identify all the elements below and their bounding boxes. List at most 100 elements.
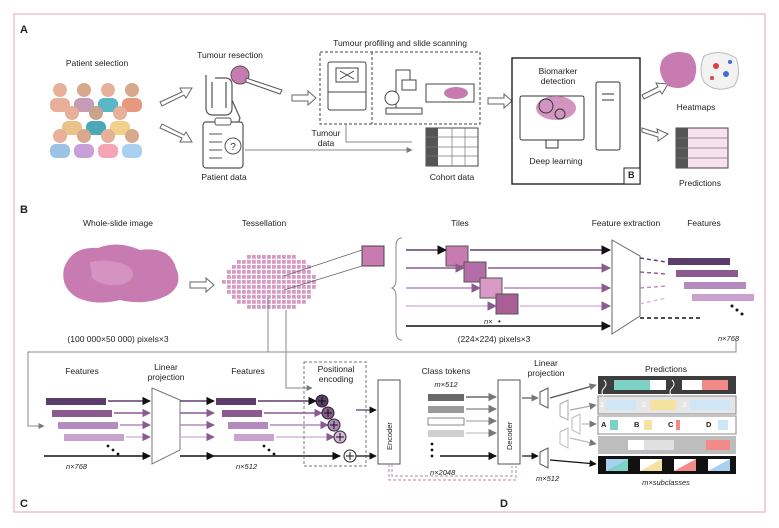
- tess-tile: [267, 270, 271, 274]
- tess-tile: [237, 290, 241, 294]
- feature-vectors-b: [668, 258, 754, 301]
- label-n768-b: n×768: [718, 334, 740, 343]
- patient-crowd-icon: [50, 83, 142, 158]
- tess-tile: [252, 270, 256, 274]
- label-n-tiles: n×: [484, 317, 493, 326]
- label-features-c1: Features: [65, 366, 99, 376]
- tess-tile: [237, 265, 241, 269]
- pred-row3-label-a: A: [601, 420, 607, 429]
- tess-tile: [272, 265, 276, 269]
- tess-tile: [222, 280, 226, 284]
- tess-tile: [262, 300, 266, 304]
- tess-tile: [257, 255, 261, 259]
- tess-tile: [292, 300, 296, 304]
- label-n2048: n×2048: [430, 468, 456, 477]
- tess-tile: [272, 295, 276, 299]
- tess-tile: [257, 295, 261, 299]
- cohort-table-icon: [425, 127, 479, 167]
- tess-tile: [252, 285, 256, 289]
- tess-tile: [282, 285, 286, 289]
- tess-tile: [302, 275, 306, 279]
- label-wsi-size: (100 000×50 000) pixels×3: [67, 334, 169, 344]
- tess-tile: [297, 265, 301, 269]
- feature-vectors-c2: [216, 398, 274, 441]
- tess-tile: [272, 270, 276, 274]
- label-tumour-resection: Tumour resection: [197, 50, 263, 60]
- label-tumour-data: Tumour data: [311, 128, 341, 148]
- tess-tile: [227, 270, 231, 274]
- tess-tile: [262, 265, 266, 269]
- tess-tile: [292, 290, 296, 294]
- label-linear-projection-1: Linear projection: [147, 362, 185, 382]
- label-heatmaps: Heatmaps: [676, 102, 716, 112]
- label-n512: n×512: [236, 462, 258, 471]
- tess-tile: [247, 280, 251, 284]
- tess-tile: [247, 290, 251, 294]
- label-tessellation: Tessellation: [241, 218, 287, 228]
- tess-tile: [277, 300, 281, 304]
- tess-tile: [227, 285, 231, 289]
- tess-tile: [277, 265, 281, 269]
- tess-tile: [287, 285, 291, 289]
- panel-label-d: D: [500, 498, 508, 510]
- tess-tile: [262, 275, 266, 279]
- pred-row3-label-d: D: [706, 420, 712, 429]
- tess-tile: [242, 295, 246, 299]
- clipboard-icon: ?: [202, 117, 244, 169]
- tess-tile: [257, 265, 261, 269]
- pred-row2-label-3: 3: [682, 400, 687, 409]
- tess-tile: [292, 255, 296, 259]
- tile-arrows: [406, 245, 611, 331]
- tess-tile: [297, 260, 301, 264]
- tess-tile: [272, 305, 276, 309]
- tess-tile: [292, 295, 296, 299]
- label-tile-size: (224×224) pixels×3: [457, 334, 531, 344]
- tess-tile: [297, 270, 301, 274]
- tess-tile: [267, 295, 271, 299]
- tess-tile: [277, 280, 281, 284]
- tess-tile: [257, 270, 261, 274]
- tess-tile: [287, 305, 291, 309]
- tess-tile: [247, 270, 251, 274]
- tess-tile: [297, 280, 301, 284]
- tess-tile: [302, 290, 306, 294]
- tess-tile: [262, 290, 266, 294]
- tess-tile: [247, 285, 251, 289]
- tess-tile: [237, 295, 241, 299]
- tess-tile: [292, 265, 296, 269]
- tess-tile: [307, 295, 311, 299]
- pred-row2-label-2: 2: [642, 400, 647, 409]
- tess-tile: [282, 280, 286, 284]
- linear-projection-1: [151, 387, 181, 465]
- tess-tile: [257, 305, 261, 309]
- heatmap-map: [700, 52, 740, 90]
- tess-tile: [232, 275, 236, 279]
- label-subclasses: m×subclasses: [642, 478, 690, 487]
- tess-tile: [232, 295, 236, 299]
- tess-tile: [272, 260, 276, 264]
- tess-tile: [272, 275, 276, 279]
- label-profiling: Tumour profiling and slide scanning: [333, 38, 467, 48]
- tess-tile: [242, 280, 246, 284]
- tess-tile: [252, 280, 256, 284]
- tess-tile: [297, 290, 301, 294]
- pred-row2-label-1: 1: [600, 400, 605, 409]
- label-n768-c: n×768: [66, 462, 88, 471]
- tess-tile: [282, 305, 286, 309]
- label-linear-projection-2: Linear projection: [527, 358, 565, 378]
- tess-tile: [242, 285, 246, 289]
- outer-border: [13, 13, 766, 513]
- tess-tile: [287, 275, 291, 279]
- tess-tile: [237, 260, 241, 264]
- tess-tile: [237, 275, 241, 279]
- panel-label-b-box: B: [628, 170, 635, 180]
- label-features-c2: Features: [231, 366, 265, 376]
- panel-label-c: C: [20, 498, 28, 510]
- tess-tile: [287, 300, 291, 304]
- tess-tile: [262, 305, 266, 309]
- tess-tile: [282, 275, 286, 279]
- tess-tile: [282, 260, 286, 264]
- tess-tile: [252, 265, 256, 269]
- tess-tile: [302, 270, 306, 274]
- tess-tile: [292, 280, 296, 284]
